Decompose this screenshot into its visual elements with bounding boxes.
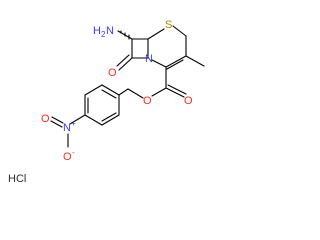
bond-nitro-o1: [50, 120, 63, 128]
nitro-group: N +: [63, 119, 76, 134]
bond-benzene: [101, 114, 120, 126]
bond-ch2-ring: [118, 88, 129, 96]
bond-benzene: [84, 114, 103, 126]
sulfur-label: S: [165, 19, 172, 31]
bond-ester-c-o: [151, 87, 167, 97]
salt-label: HCl: [8, 173, 26, 185]
bond-benzene-inner: [101, 89, 117, 99]
bond-s-ch2: [172, 25, 187, 37]
bond-c3-c4-double: [166, 59, 184, 70]
bond-c3-c4: [165, 55, 187, 68]
ring-nitrogen-label: N: [145, 53, 153, 65]
bond-nitro-o1-double: [51, 116, 64, 124]
bond-c4-n: [151, 59, 167, 68]
amine-n-label: N: [106, 25, 114, 37]
amine-h-label: H: [93, 25, 101, 37]
bond-benzene-inner: [101, 112, 117, 122]
ester-oxygen-label: O: [143, 95, 152, 107]
bond-c8-o-lactam-double: [116, 54, 130, 67]
nitro-plus-charge: +: [71, 119, 76, 128]
lactam-oxygen-label: O: [108, 67, 117, 79]
amine-group: H 2 N: [93, 25, 114, 39]
nitro-nitrogen-label: N: [63, 122, 71, 134]
amine-subscript: 2: [101, 30, 106, 39]
bond-benzene: [101, 84, 120, 96]
nitro-minus-charge: -: [72, 148, 75, 157]
bond-ring-nitro: [69, 114, 86, 125]
bond-o-ch2: [127, 88, 144, 99]
nitro-oxygen-1-label: O: [41, 113, 50, 125]
chemical-structure: H 2 N O N S O O N + O: [8, 19, 205, 185]
bond-c8-o-lactam: [118, 57, 133, 71]
bond-c6-s: [147, 28, 165, 40]
bond-methyl: [185, 55, 205, 67]
bond-ester-c-o-carbonyl: [165, 87, 185, 98]
ester-carbonyl-oxygen-label: O: [184, 95, 193, 107]
bond-benzene: [84, 84, 103, 96]
bond-ester-c-o-carbonyl-double: [167, 84, 187, 95]
nitro-oxygen-2-label: O: [63, 151, 72, 163]
